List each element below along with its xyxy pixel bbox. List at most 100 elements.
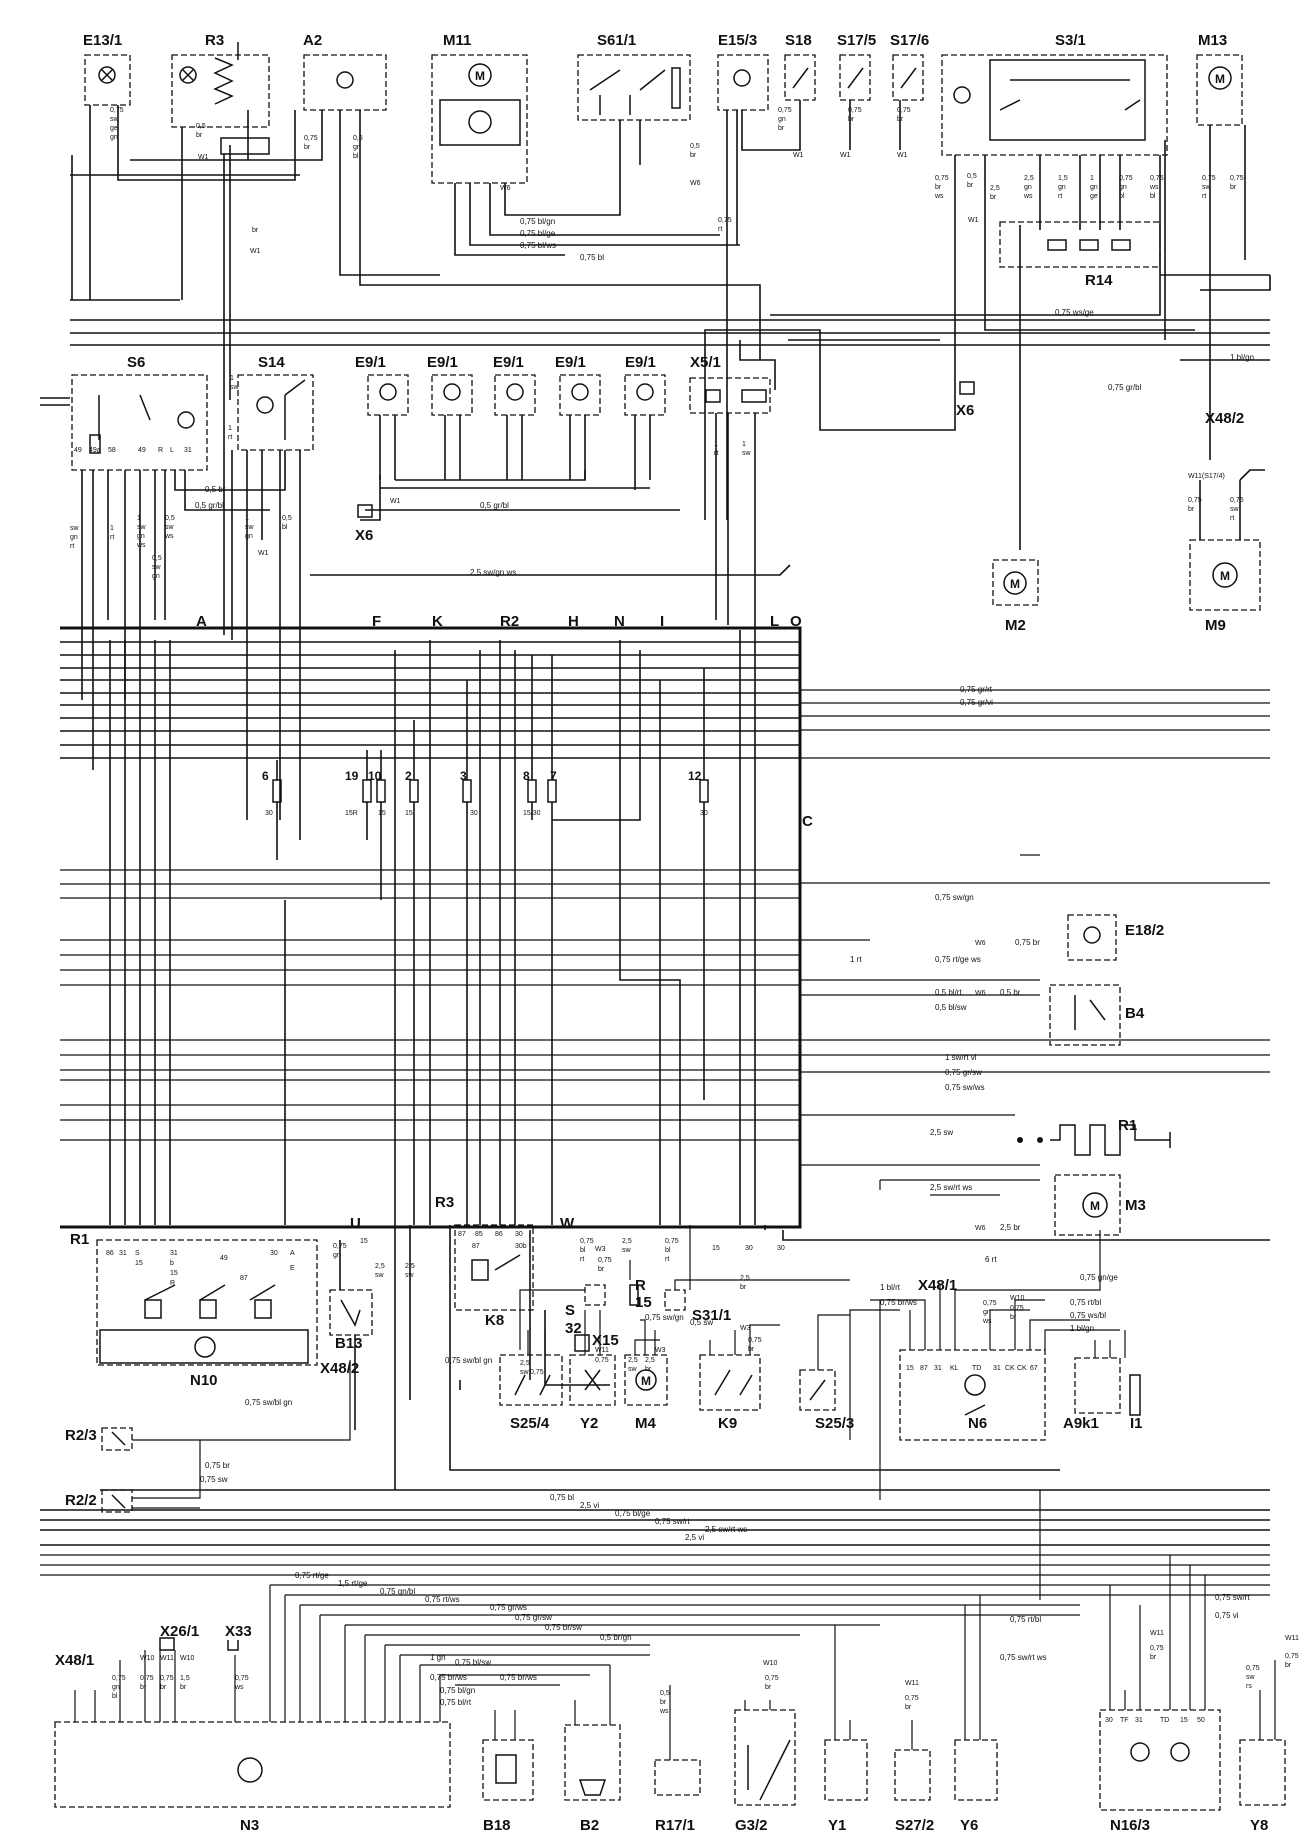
svg-text:ge: ge	[110, 125, 118, 132]
relay-coil	[471, 1259, 489, 1281]
svg-text:gn: gn	[110, 134, 118, 141]
svg-text:0,75 br: 0,75 br	[205, 1461, 230, 1470]
b4-box	[1049, 984, 1121, 1046]
svg-text:N: N	[614, 613, 625, 630]
svg-text:gr: gr	[353, 144, 360, 151]
lower-left-modules: N10 86 31 S 15 31 b 15 R 49 87 30 A E B1…	[40, 1224, 1270, 1546]
svg-text:TD: TD	[1160, 1717, 1169, 1724]
door-switch-icon	[792, 67, 809, 89]
n6-box	[899, 1349, 1046, 1441]
svg-text:0,75: 0,75	[1188, 497, 1202, 504]
label-x15: X15	[592, 1332, 619, 1349]
svg-text:0,75: 0,75	[897, 107, 911, 114]
svg-text:0,75: 0,75	[1010, 1305, 1024, 1312]
svg-text:gn: gn	[1119, 184, 1127, 191]
svg-text:W11: W11	[1150, 1630, 1164, 1637]
svg-text:sw: sw	[245, 524, 255, 531]
label-x48-2-right: X48/2	[1205, 410, 1244, 427]
svg-text:0,75 bl: 0,75 bl	[580, 253, 604, 262]
svg-text:58: 58	[108, 447, 116, 454]
svg-text:3: 3	[460, 769, 467, 783]
svg-text:br: br	[1010, 1314, 1017, 1321]
b2-box	[564, 1724, 621, 1801]
svg-text:0,75 gr/vi: 0,75 gr/vi	[960, 698, 993, 707]
svg-text:br: br	[598, 1266, 605, 1273]
e18-2-box	[1067, 914, 1117, 961]
svg-text:sw: sw	[520, 1369, 530, 1376]
svg-text:0,75 rt/bl: 0,75 rt/bl	[1010, 1615, 1041, 1624]
svg-text:br: br	[252, 227, 259, 234]
svg-text:49: 49	[220, 1255, 228, 1262]
svg-text:0,75 ws/bl: 0,75 ws/bl	[1070, 1311, 1106, 1320]
label-s18: S18	[785, 32, 812, 49]
resistor-icon	[1047, 239, 1067, 251]
svg-text:0,75: 0,75	[1150, 175, 1164, 182]
svg-text:0,75 gr/ws: 0,75 gr/ws	[490, 1603, 527, 1612]
svg-text:E: E	[290, 1265, 295, 1272]
svg-text:1 rt: 1 rt	[850, 955, 862, 964]
label-s17-6: S17/6	[890, 32, 929, 49]
svg-text:br: br	[848, 116, 855, 123]
label-s14: S14	[258, 354, 285, 371]
svg-text:0,75 sw/rt: 0,75 sw/rt	[1215, 1593, 1250, 1602]
svg-text:0,5: 0,5	[353, 135, 363, 142]
valve-icon	[584, 1369, 601, 1391]
svg-text:sw: sw	[622, 1247, 632, 1254]
fuse-icon	[699, 779, 709, 803]
label-a2: A2	[303, 32, 322, 49]
svg-text:0,75 br: 0,75 br	[1015, 938, 1040, 947]
label-n6: N6	[968, 1415, 987, 1432]
k9-box	[699, 1354, 761, 1411]
label-a9k1: A9k1	[1063, 1415, 1099, 1432]
motor-icon	[1212, 562, 1238, 588]
svg-text:30: 30	[265, 810, 273, 817]
svg-text:86: 86	[106, 1250, 114, 1257]
svg-text:0,75: 0,75	[140, 1675, 154, 1682]
label-x26-1: X26/1	[160, 1623, 199, 1640]
fuses: 6 30 19 15R 10 15 2 15 3 30 8 15/30 7 12…	[262, 769, 709, 817]
svg-text:W6: W6	[690, 180, 701, 187]
svg-text:br: br	[765, 1684, 772, 1691]
svg-text:2,5: 2,5	[740, 1275, 750, 1282]
svg-text:1,5: 1,5	[180, 1675, 190, 1682]
svg-text:49a: 49a	[89, 447, 101, 454]
svg-text:W1: W1	[793, 152, 804, 159]
m11-box	[431, 54, 528, 184]
svg-text:br: br	[740, 1284, 747, 1291]
sensor-icon	[495, 1754, 517, 1784]
motor-icon	[1003, 571, 1027, 595]
svg-text:W1: W1	[198, 154, 209, 161]
svg-text:bl: bl	[353, 153, 359, 160]
svg-text:30: 30	[1105, 1717, 1113, 1724]
svg-text:0,75 br/sw: 0,75 br/sw	[545, 1623, 582, 1632]
svg-text:gn: gn	[152, 573, 160, 580]
svg-text:W6: W6	[975, 940, 986, 947]
svg-text:bl: bl	[665, 1247, 671, 1254]
svg-text:gn: gn	[245, 533, 253, 540]
svg-text:0,75 rt/ge: 0,75 rt/ge	[295, 1571, 329, 1580]
svg-text:0,75 bl/sw: 0,75 bl/sw	[455, 1658, 491, 1667]
svg-text:br: br	[140, 1684, 147, 1691]
svg-text:0,75 bl/ge: 0,75 bl/ge	[615, 1509, 651, 1518]
a2-box	[303, 54, 387, 111]
svg-text:CK: CK	[1005, 1365, 1015, 1372]
svg-text:br: br	[1285, 1662, 1292, 1669]
svg-text:rt: rt	[228, 434, 232, 441]
label-n10: N10	[190, 1372, 218, 1389]
svg-text:2,5: 2,5	[645, 1357, 655, 1364]
y6-box	[954, 1739, 998, 1801]
svg-text:31: 31	[1135, 1717, 1143, 1724]
n3-box	[54, 1721, 451, 1808]
svg-text:W11: W11	[595, 1347, 609, 1354]
svg-text:0,75 gr/sw: 0,75 gr/sw	[945, 1068, 982, 1077]
label-s3-1: S3/1	[1055, 32, 1086, 49]
lamp-icon	[636, 383, 654, 401]
svg-text:50: 50	[1197, 1717, 1205, 1724]
svg-text:0,75 sw: 0,75 sw	[200, 1475, 228, 1484]
svg-text:0,5 gr/bl: 0,5 gr/bl	[480, 501, 509, 510]
svg-text:A: A	[290, 1250, 295, 1257]
e13-1-box	[84, 54, 131, 106]
r17-1-box	[654, 1759, 701, 1796]
svg-text:sw: sw	[230, 384, 240, 391]
svg-text:0,75: 0,75	[580, 1238, 594, 1245]
